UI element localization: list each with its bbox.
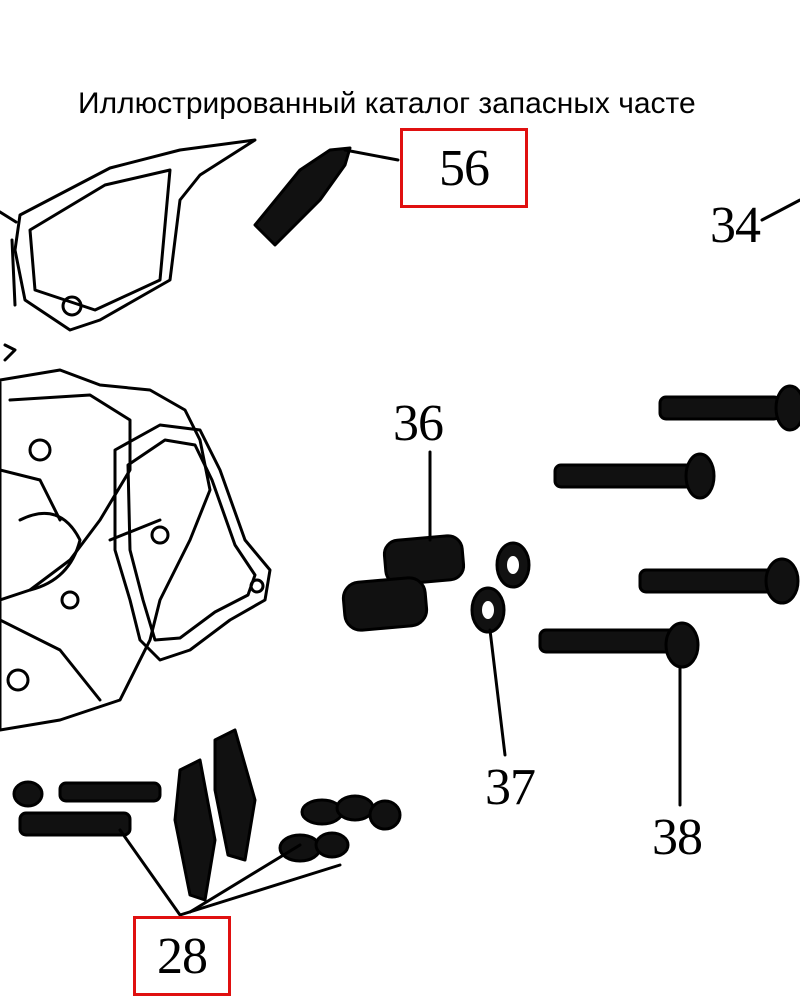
callout-28: 28 (133, 916, 231, 996)
leader-37 (488, 628, 507, 757)
rocker-arm-part (12, 728, 402, 902)
callout-36: 36 (393, 395, 444, 452)
cover-plate-part (0, 138, 257, 332)
callout-38: 38 (652, 809, 703, 866)
callout-56: 56 (400, 128, 528, 208)
leader-28b (188, 843, 302, 914)
valve-seal-part (341, 534, 466, 632)
leader-34 (760, 198, 800, 222)
gasket-part (113, 423, 272, 662)
spark-plug-part (253, 146, 400, 247)
leader-28 (118, 828, 342, 917)
callout-37: 37 (485, 759, 536, 816)
cylinder-head-part (0, 343, 212, 732)
washer-part (470, 541, 531, 634)
bolt-part (538, 384, 800, 669)
page-title: Иллюстрированный каталог запасных часте (78, 87, 696, 120)
callout-34: 34 (710, 197, 761, 254)
